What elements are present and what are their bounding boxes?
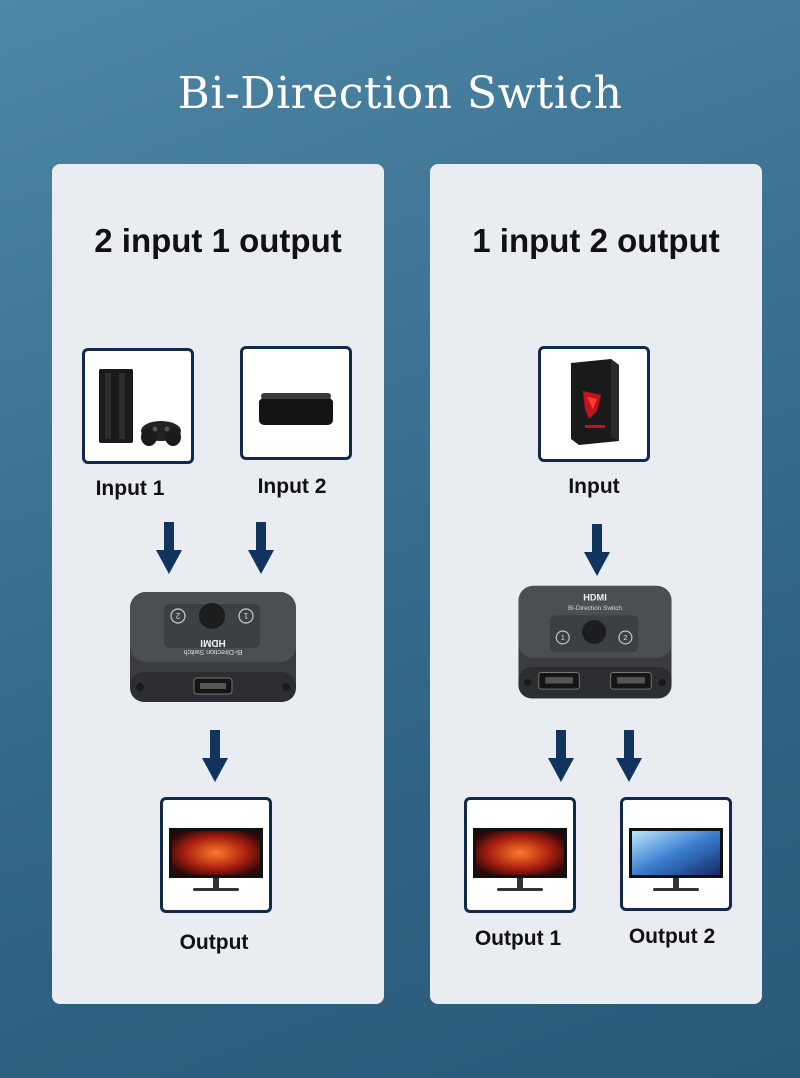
monitor-icon — [473, 828, 567, 891]
svg-text:1: 1 — [243, 611, 248, 620]
arrow-down-icon — [616, 730, 642, 782]
arrow-down-icon — [248, 522, 274, 574]
input-1-label: Input 1 — [95, 477, 165, 500]
input-2-media-box-frame — [240, 346, 352, 460]
output-monitor-frame — [160, 797, 272, 913]
game-console-icon — [99, 369, 181, 446]
media-box-icon — [259, 393, 333, 425]
svg-text:1: 1 — [561, 633, 565, 642]
arrow-down-icon — [156, 522, 182, 574]
output-2-label: Output 2 — [628, 925, 716, 948]
arrow-down-icon — [548, 730, 574, 782]
page-title: Bi-Direction Swtich — [177, 68, 623, 119]
panel-heading: 2 input 1 output — [94, 222, 342, 259]
output-1-monitor-frame — [464, 797, 576, 913]
monitor-icon — [629, 828, 723, 891]
hdmi-logo: HDMI — [583, 593, 607, 603]
output-2-monitor-frame — [620, 797, 732, 911]
panel-2-input-1-output: 2 input 1 output Input 1 Input 2 — [52, 164, 384, 1004]
monitor-icon — [169, 828, 263, 891]
input-pc-frame — [538, 346, 650, 462]
arrow-down-icon — [584, 524, 610, 576]
hdmi-switch-device: 2 1 Bi-Direction Switch HDMI — [130, 592, 296, 702]
svg-text:2: 2 — [623, 633, 627, 642]
input-label: Input — [568, 475, 620, 498]
svg-text:HDMI: HDMI — [200, 637, 226, 648]
svg-text:Bi-Direction Switch: Bi-Direction Switch — [184, 648, 243, 655]
svg-text:2: 2 — [175, 611, 180, 620]
panel-heading: 1 input 2 output — [472, 222, 720, 259]
arrow-down-icon — [202, 730, 228, 782]
input-2-label: Input 2 — [257, 475, 327, 498]
output-1-label: Output 1 — [474, 927, 562, 950]
pc-tower-icon — [571, 359, 619, 445]
panel-1-input-2-output: 1 input 2 output Input HDMI Bi-Direction… — [430, 164, 762, 1004]
input-1-console-frame — [82, 348, 194, 464]
output-label: Output — [179, 931, 249, 954]
hdmi-switch-device: HDMI Bi-Direction Switch 1 2 — [518, 585, 672, 699]
device-model: Bi-Direction Switch — [568, 605, 622, 612]
